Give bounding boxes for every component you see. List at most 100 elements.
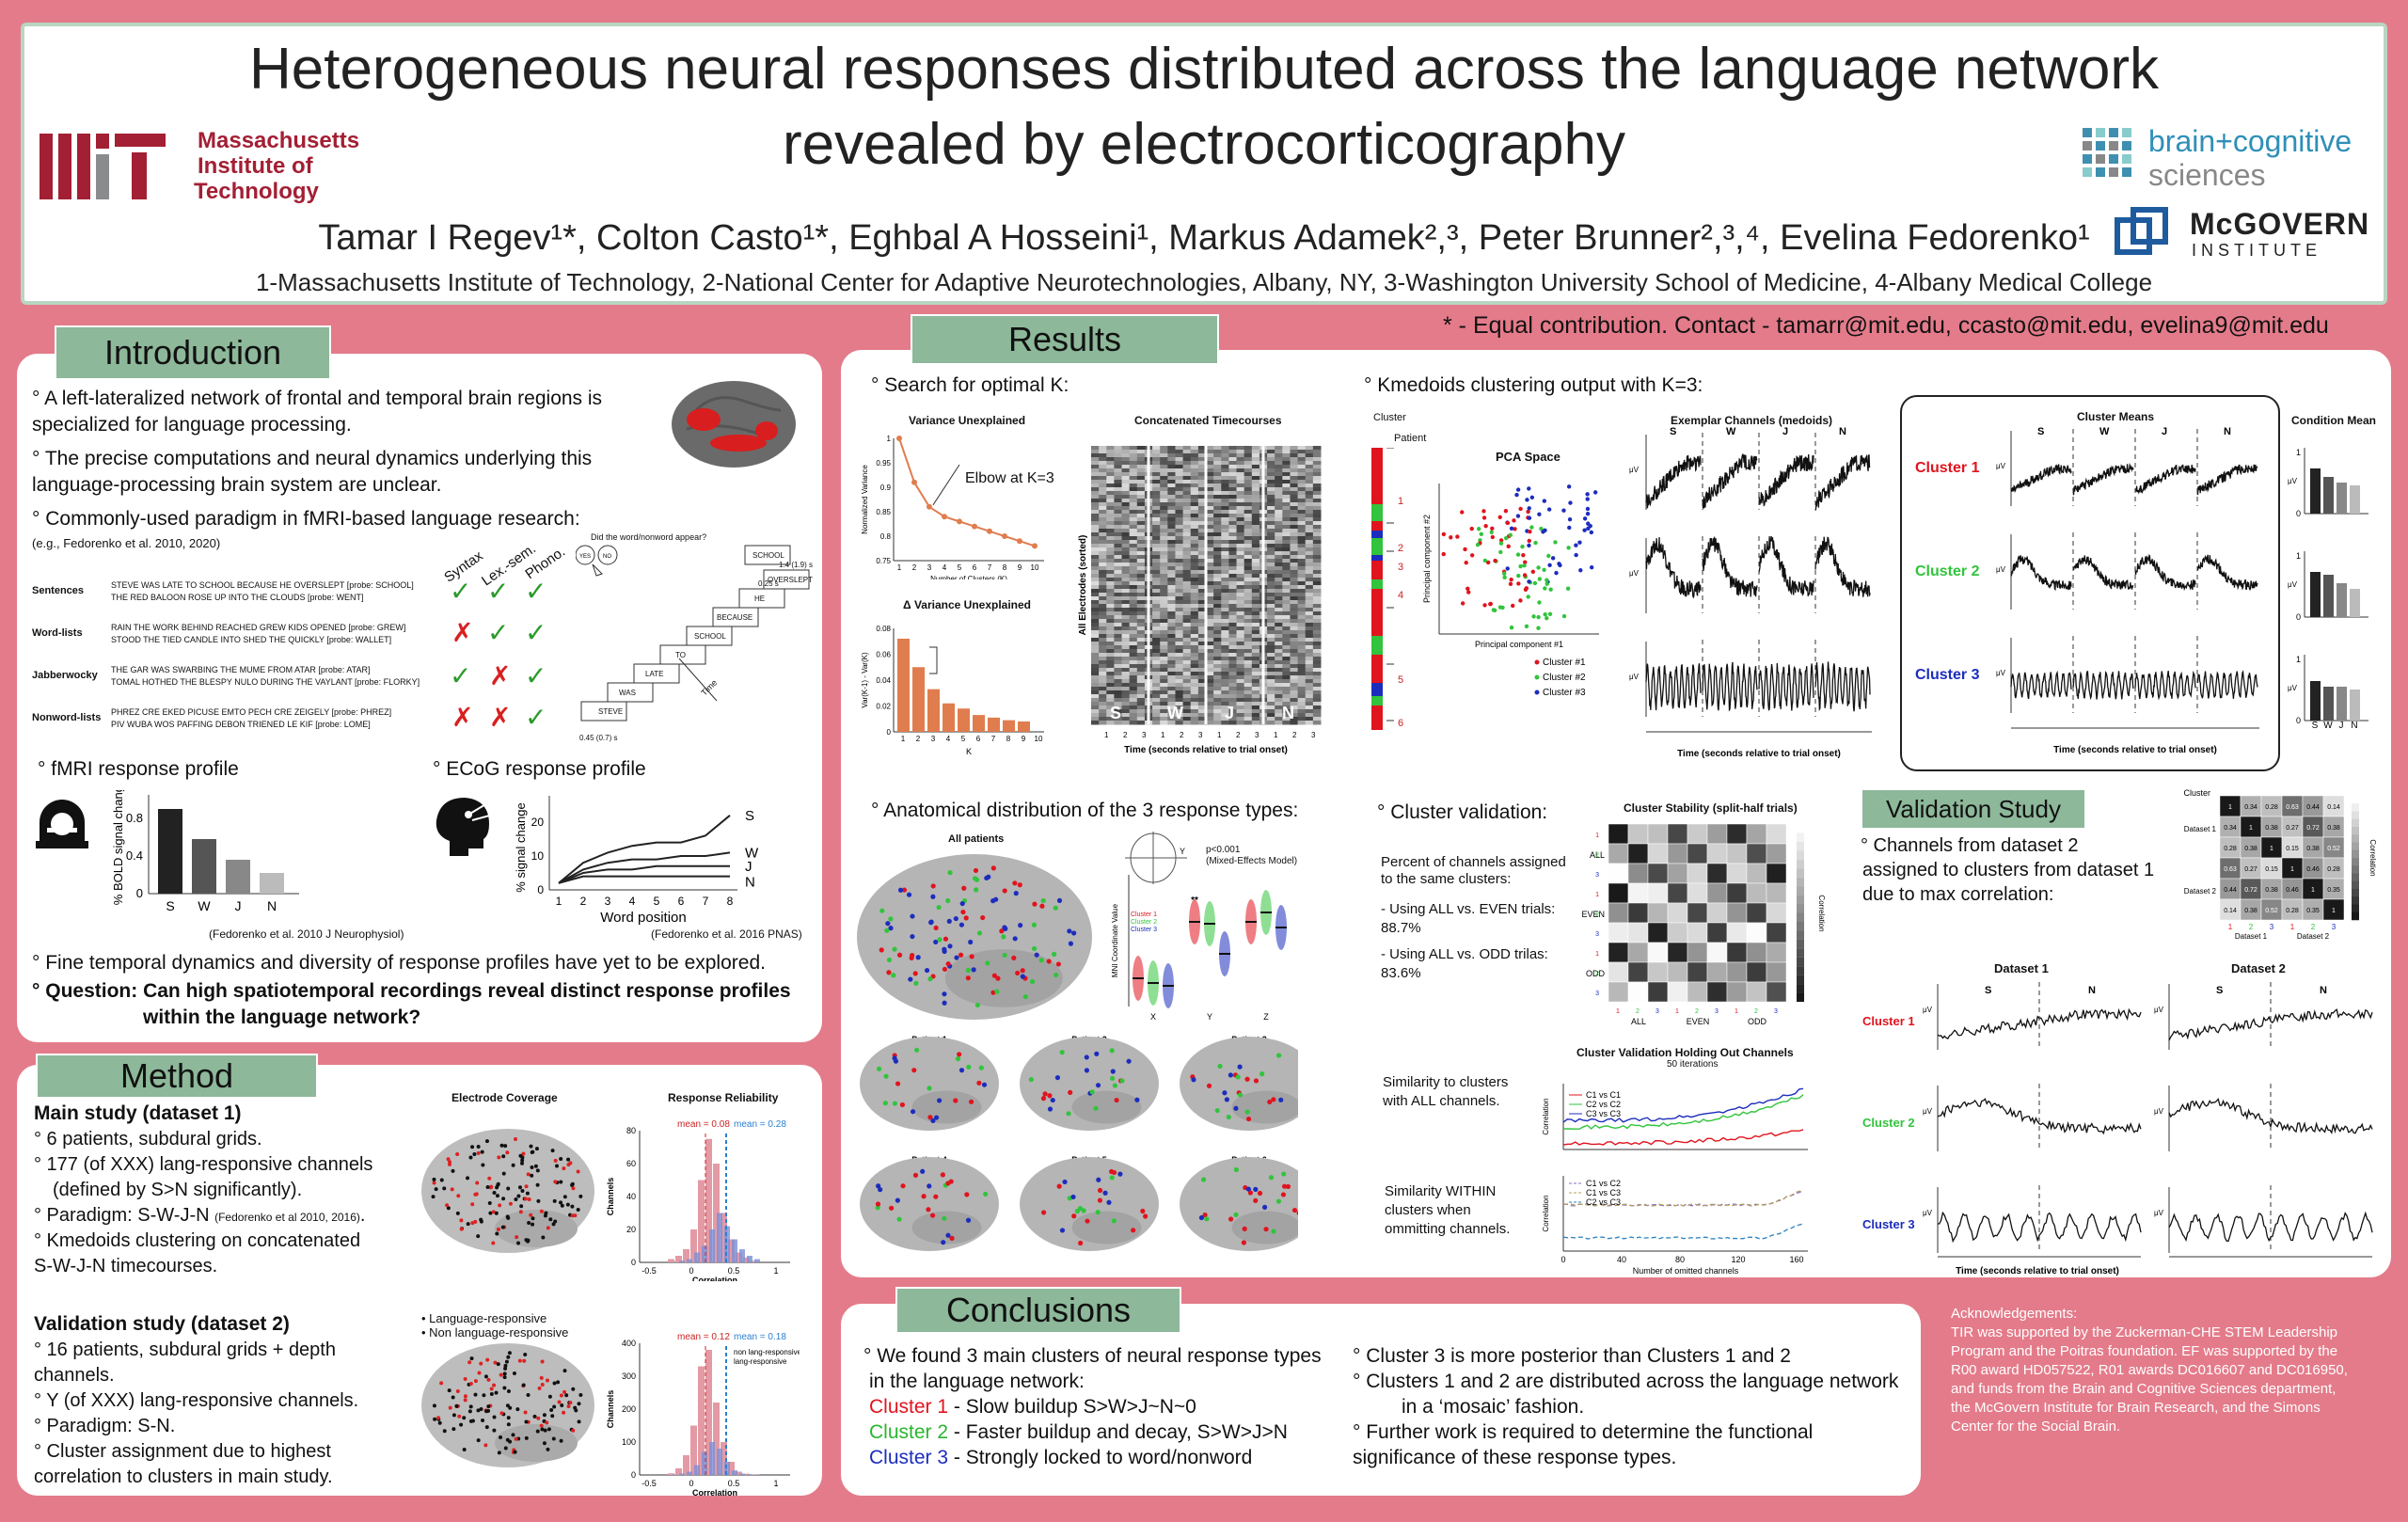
heatmap-cell [1305,457,1314,462]
heatmap-cell [1152,506,1161,511]
heatmap-cell [1106,468,1115,473]
heatmap-cell [1221,604,1229,609]
electrode-dot [1191,1077,1196,1083]
heatmap-cell [1297,446,1307,451]
heatmap-cell [1160,679,1168,684]
bar [973,715,985,732]
electrode-dot [1228,1216,1234,1222]
heatmap-cell [1175,457,1184,462]
heatmap-cell [1236,551,1245,556]
heatmap-cell [1251,514,1260,518]
heatmap-cell [1213,559,1222,563]
matrix-cell [1746,902,1767,924]
heatmap-cell [1129,574,1138,579]
electrode-dot [995,975,1001,981]
temporal-lobe [1071,1211,1142,1245]
y-tick-label: 0 [631,1470,636,1480]
electrode-dot [504,1359,509,1364]
heatmap-cell [1282,690,1291,695]
y-tick-label: 0.04 [876,676,891,685]
heatmap-cell [1297,698,1307,703]
y-axis-label: μV [2288,477,2298,485]
heatmap-cell [1121,638,1131,642]
heatmap-cell [1190,532,1199,537]
electrode-dot [958,1068,965,1073]
electrode-dot [1047,1093,1053,1099]
electrode-dot [1109,1075,1116,1082]
electrode-dot [1059,1228,1066,1233]
electrode-dot [1078,1240,1084,1246]
heatmap-cell [1290,551,1299,556]
heatmap-cell [1282,529,1291,533]
heatmap-cell [1236,563,1245,567]
electrode-dot [476,1408,481,1413]
electrode-dot [439,1381,444,1386]
pca-point [1481,515,1487,520]
heatmap-cell [1275,702,1283,706]
electrode-dot [1109,1168,1115,1175]
heatmap-cell [1167,551,1176,556]
heatmap-cell [1282,506,1291,511]
heatmap-cell [1114,679,1123,684]
heatmap-cell [1160,626,1168,631]
legend-label: Cluster #2 [1543,673,1586,683]
heatmap-cell [1282,657,1291,661]
heatmap-cell [1282,521,1291,526]
heatmap-cell [1091,566,1100,571]
heatmap-cell [1136,525,1146,530]
bar [2323,687,2334,721]
matrix-value: 0.38 [2244,908,2258,914]
heatmap-cell [1099,468,1107,473]
heatmap-cell [1267,653,1275,658]
electrode-dot [1268,1175,1275,1181]
heatmap-cell [1206,499,1214,503]
heatmap-cell [1221,615,1229,620]
heatmap-cell [1099,495,1107,499]
heatmap-cell [1091,446,1100,451]
heatmap-cell [1251,453,1260,458]
heatmap-cell [1312,657,1322,661]
heatmap-cell [1182,717,1192,721]
heatmap-cell [1251,593,1260,597]
heatmap-cell [1121,574,1131,579]
heatmap-cell [1275,495,1283,499]
heatmap-cell [1305,487,1314,492]
electrode-dot [906,892,912,897]
histogram-bar [702,1451,707,1475]
pca-point [1547,611,1553,616]
heatmap-cell [1297,657,1307,661]
heatmap-cell [1275,510,1283,515]
heatmap-cell [1190,446,1199,451]
electrode-dot [993,896,999,902]
heatmap-cell [1160,510,1168,515]
electrode-dot [433,1417,437,1421]
heatmap-cell [1282,540,1291,545]
heatmap-cell [1091,563,1100,567]
heatmap-cell [1182,687,1192,691]
electrode-dot [1278,1097,1284,1102]
heatmap-cell [1221,596,1229,601]
x-tick-label: 6 [973,563,977,572]
heatmap-cell [1244,645,1253,650]
matrix-cell [1687,942,1708,963]
heatmap-cell [1282,495,1291,499]
heatmap-cell [1152,604,1161,609]
heatmap-cell [1228,690,1238,695]
electrode-dot [506,1186,511,1191]
heatmap-cell [1167,589,1176,594]
intro-question-1: ° Question: Can high spatiotemporal reco… [32,980,791,1002]
bar [2310,681,2321,721]
legend-label: C2 vs C3 [1586,1197,1621,1207]
pca-point [1543,528,1547,533]
heatmap-cell [1182,615,1192,620]
heatmap-cell [1236,532,1245,537]
heatmap-cell [1297,683,1307,688]
x-tick-label: 2 [1292,731,1297,739]
heatmap-cell [1114,596,1123,601]
electrode-dot [910,1109,916,1115]
heatmap-cell [1182,611,1192,616]
heatmap-cell [1160,465,1168,469]
electrode-dot [562,1369,567,1373]
heatmap-cell [1267,672,1275,676]
heatmap-cell [1206,604,1214,609]
